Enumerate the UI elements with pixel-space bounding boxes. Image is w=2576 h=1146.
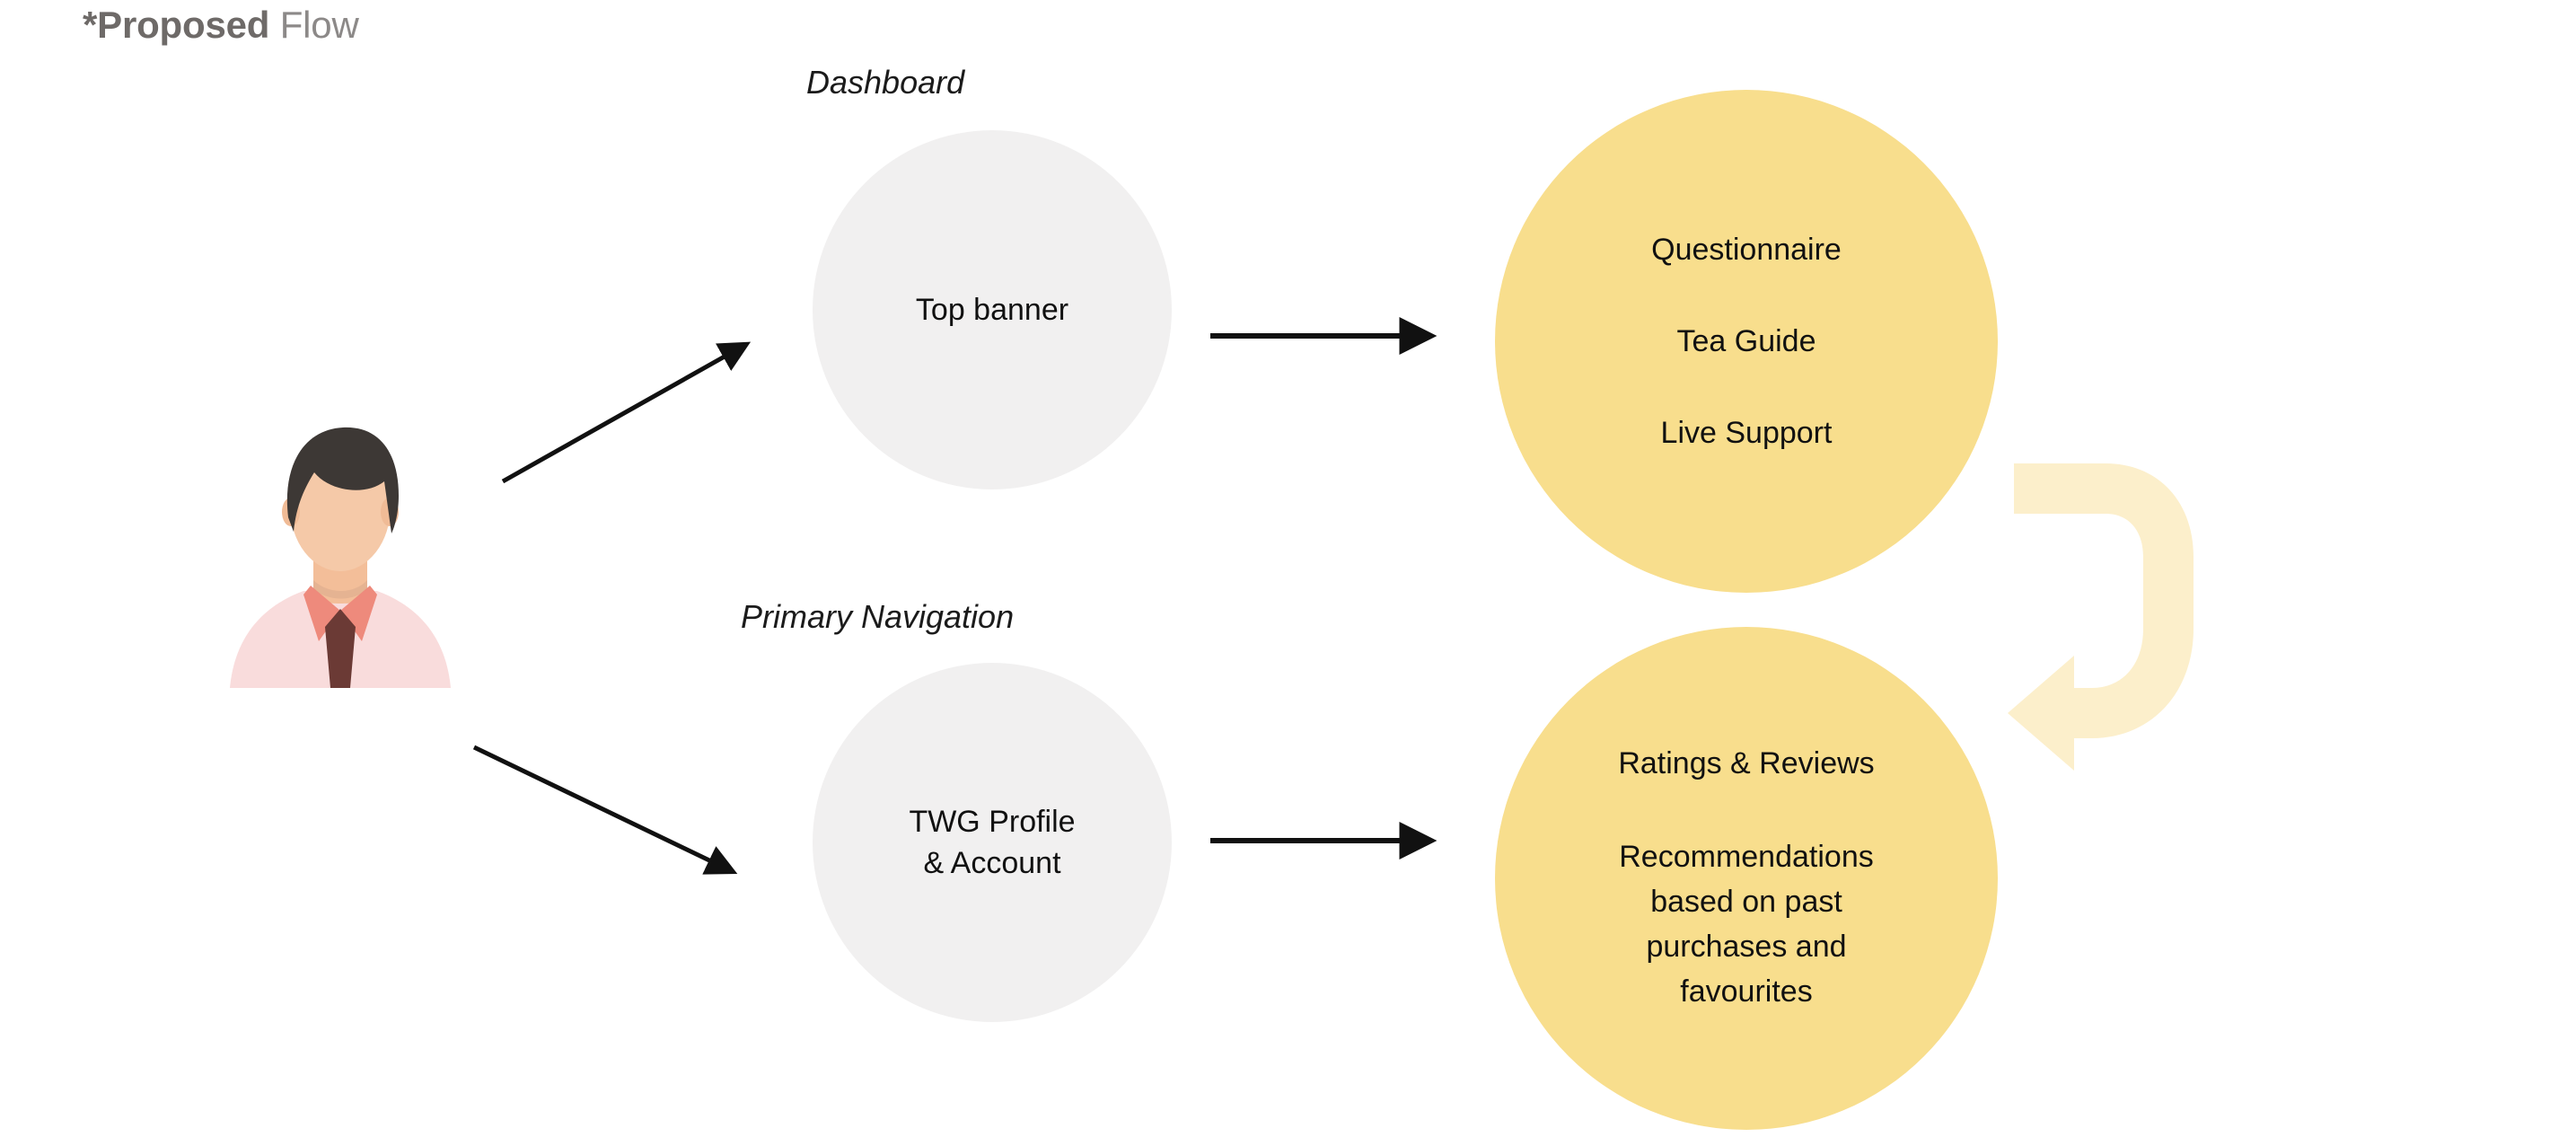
user-avatar (223, 419, 458, 688)
connector-actor-to-primary-nav (472, 745, 738, 875)
section-caption-primary-navigation: Primary Navigation (741, 598, 1015, 635)
connector-actor-to-dashboard (501, 341, 752, 484)
feature-questionnaire: Questionnaire (1651, 233, 1842, 267)
page-title-rest: Flow (269, 4, 359, 46)
node-profile-features[interactable]: Ratings & Reviews Recommendations based … (1495, 627, 1998, 1130)
feature-tea-guide: Tea Guide (1676, 324, 1816, 358)
feature-ratings-reviews: Ratings & Reviews (1618, 746, 1875, 780)
node-top-banner[interactable]: Top banner (813, 130, 1172, 489)
node-twg-profile-account[interactable]: TWG Profile & Account (813, 663, 1172, 1022)
section-caption-dashboard: Dashboard (806, 64, 965, 101)
connector-features-loop-back (2008, 463, 2194, 771)
page-title-emphasis: *Proposed (83, 4, 270, 46)
feature-recommendations: Recommendations based on past purchases … (1619, 840, 1874, 1009)
feature-live-support: Live Support (1660, 416, 1833, 450)
node-dashboard-features[interactable]: Questionnaire Tea Guide Live Support (1495, 90, 1998, 593)
node-twg-profile-line-2: & Account (923, 846, 1061, 880)
page-title: *Proposed Flow (83, 0, 359, 50)
node-top-banner-label: Top banner (915, 293, 1069, 327)
node-twg-profile-line-1: TWG Profile (909, 805, 1076, 839)
